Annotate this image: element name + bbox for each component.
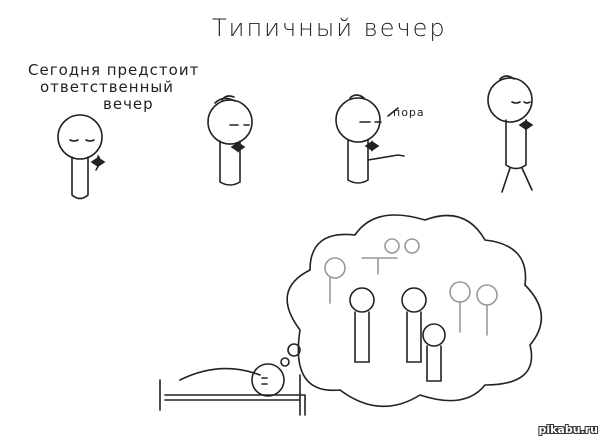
dream-people <box>324 238 498 382</box>
watermark: pikabu.ru <box>538 423 598 436</box>
speech-text-panel-3: пора <box>393 106 425 119</box>
speech-line: ответственный <box>40 78 174 96</box>
speech-line: Сегодня предстоит <box>28 61 200 79</box>
comic-title: Типичный вечер <box>212 14 447 42</box>
speech-line: вечер <box>103 95 154 113</box>
speech-text-panel-1: Сегодня предстоит ответственный вечер <box>28 62 199 113</box>
thought-bubble <box>280 214 543 408</box>
character-thinking <box>57 114 106 200</box>
character-grumpy <box>207 95 253 186</box>
character-walking <box>487 75 534 193</box>
sleeping-character-in-bed <box>159 363 306 416</box>
character-pointing <box>335 94 405 184</box>
